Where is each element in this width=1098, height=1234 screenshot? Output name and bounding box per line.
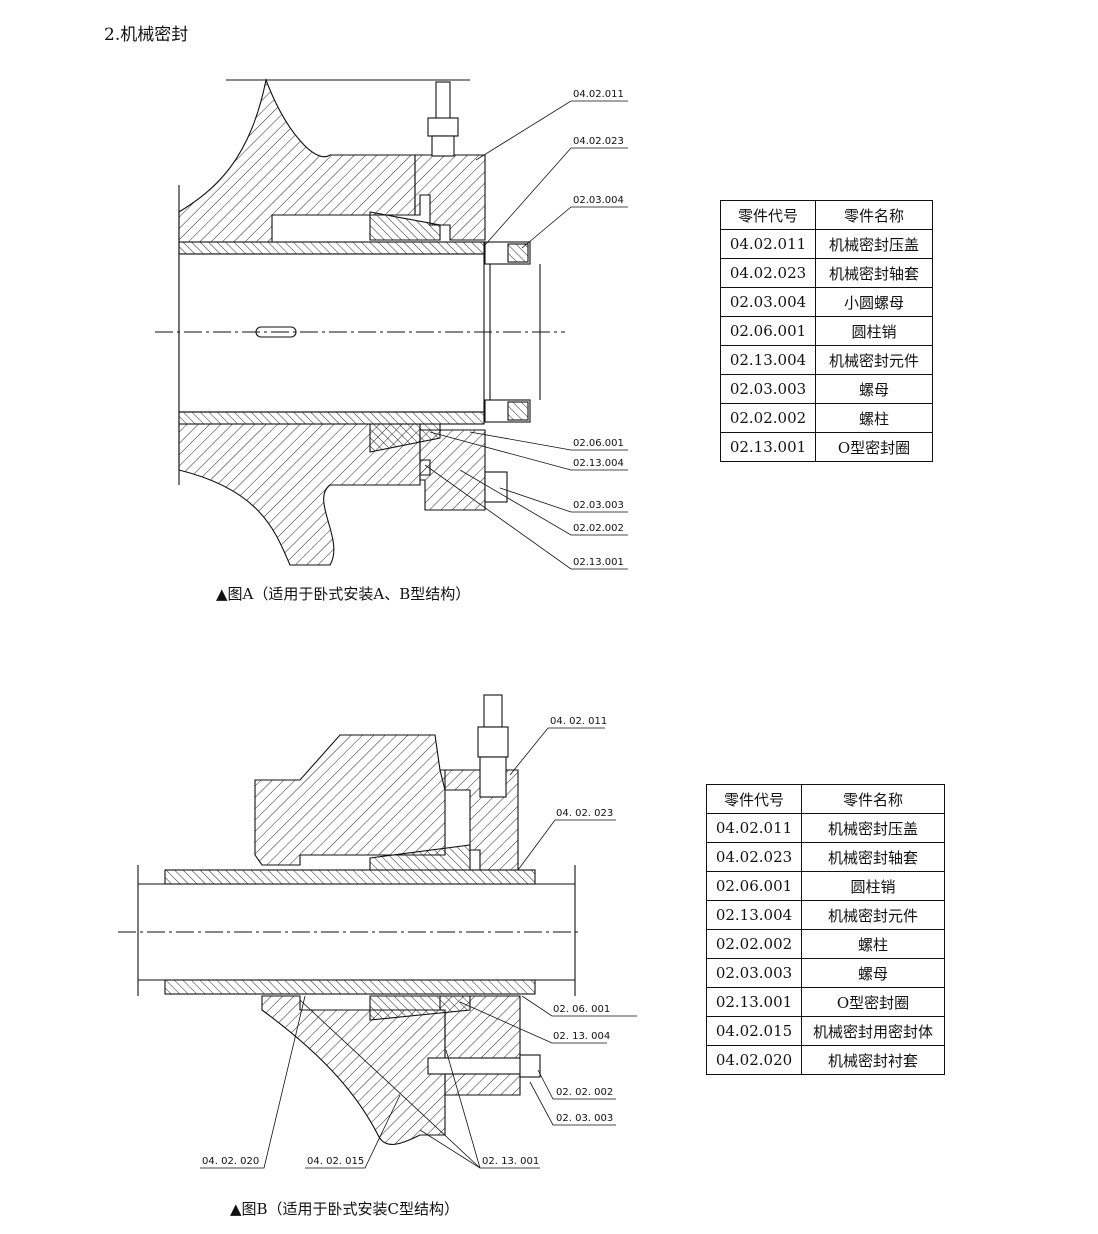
callout-a-8: 02.13.001	[573, 557, 624, 568]
part-name: 螺柱	[815, 403, 933, 433]
part-code: 02.02.002	[720, 403, 816, 433]
part-code: 02.13.004	[720, 345, 816, 375]
figure-b-caption: ▲图B（适用于卧式安装C型结构）	[230, 1200, 460, 1218]
figure-a-callouts: 04.02.011 04.02.023 02.03.004 02.06.001 …	[573, 89, 624, 568]
part-name: O型密封圈	[815, 432, 933, 462]
part-code: 04.02.015	[706, 1016, 802, 1046]
part-name: 机械密封压盖	[801, 813, 945, 843]
table-header: 零件代号	[720, 200, 816, 230]
callout-a-2: 04.02.023	[573, 136, 624, 147]
part-name: 小圆螺母	[815, 287, 933, 317]
part-name: 机械密封轴套	[801, 842, 945, 872]
part-name: 机械密封元件	[801, 900, 945, 930]
part-name: 机械密封衬套	[801, 1045, 945, 1075]
part-code: 04.02.023	[720, 258, 816, 288]
callout-b-4: 02. 13. 004	[553, 1031, 610, 1042]
table-header: 零件名称	[815, 200, 933, 230]
part-name: O型密封圈	[801, 987, 945, 1017]
part-code: 02.06.001	[706, 871, 802, 901]
part-code: 02.03.004	[720, 287, 816, 317]
callout-b-2: 04. 02. 023	[556, 808, 613, 819]
part-code: 04.02.023	[706, 842, 802, 872]
part-code: 04.02.020	[706, 1045, 802, 1075]
part-code: 02.03.003	[720, 374, 816, 404]
callout-b-1: 04. 02. 011	[550, 716, 607, 727]
part-name: 机械密封压盖	[815, 229, 933, 259]
callout-a-4: 02.06.001	[573, 438, 624, 449]
part-name: 机械密封用密封体	[801, 1016, 945, 1046]
part-code: 02.13.004	[706, 900, 802, 930]
table-header-row: 零件代号 零件名称	[706, 784, 945, 814]
part-name: 圆柱销	[801, 871, 945, 901]
callout-b-8: 04. 02. 015	[307, 1156, 364, 1167]
part-name: 机械密封轴套	[815, 258, 933, 288]
part-code: 02.06.001	[720, 316, 816, 346]
callout-a-1: 04.02.011	[573, 89, 624, 100]
part-name: 螺柱	[801, 929, 945, 959]
part-name: 螺母	[815, 374, 933, 404]
figure-a-drawing	[155, 78, 565, 566]
part-code: 02.13.001	[720, 432, 816, 462]
table-header: 零件名称	[801, 784, 945, 814]
callout-b-7: 02. 13. 001	[482, 1156, 539, 1167]
callout-b-9: 04. 02. 020	[202, 1156, 259, 1167]
part-code: 04.02.011	[706, 813, 802, 843]
callout-b-5: 02. 02. 002	[556, 1087, 613, 1098]
callout-a-6: 02.03.003	[573, 500, 624, 511]
figure-b-drawing	[118, 694, 580, 1145]
part-name: 机械密封元件	[815, 345, 933, 375]
part-code: 02.02.002	[706, 929, 802, 959]
callout-a-7: 02.02.002	[573, 523, 624, 534]
figure-a-caption: ▲图A（适用于卧式安装A、B型结构）	[216, 585, 471, 603]
figure-b-callouts: 04. 02. 011 04. 02. 023 02. 06. 001 02. …	[202, 716, 613, 1167]
part-code: 02.13.001	[706, 987, 802, 1017]
callout-a-3: 02.03.004	[573, 195, 624, 206]
figure-a-leaders	[424, 100, 628, 570]
callout-b-3: 02. 06. 001	[553, 1004, 610, 1015]
figure-b-leaders	[200, 727, 637, 1169]
part-name: 螺母	[801, 958, 945, 988]
table-header-row: 零件代号 零件名称	[720, 200, 933, 230]
part-code: 02.03.003	[706, 958, 802, 988]
table-header: 零件代号	[706, 784, 802, 814]
section-title: 2.机械密封	[104, 25, 189, 45]
part-code: 04.02.011	[720, 229, 816, 259]
callout-b-6: 02. 03. 003	[556, 1113, 613, 1124]
part-name: 圆柱销	[815, 316, 933, 346]
callout-a-5: 02.13.004	[573, 458, 624, 469]
